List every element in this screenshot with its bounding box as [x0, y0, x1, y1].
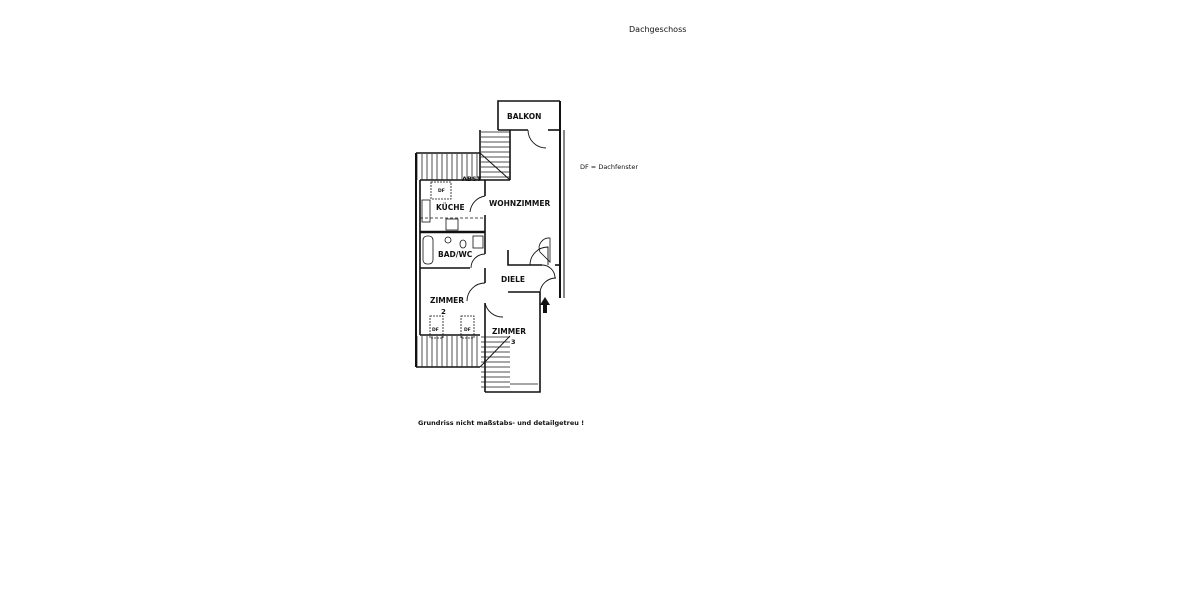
room-label-zimmer2: ZIMMER	[430, 296, 464, 305]
room-label-bad: BAD/WC	[438, 250, 473, 259]
room-label-kueche: KÜCHE	[436, 203, 465, 212]
room-label-balkon: BALKON	[507, 112, 541, 121]
roof-slope-hatch	[417, 336, 480, 367]
room-label-diele: DIELE	[501, 275, 525, 284]
room-label-zimmer3: ZIMMER	[492, 327, 526, 336]
roof-slope-hatch	[417, 154, 480, 180]
entrance-arrow-icon	[540, 297, 550, 313]
room-label-abst: ABST	[462, 175, 482, 183]
room-number-zimmer3: 3	[511, 338, 516, 346]
legend-text: DF = Dachfenster	[580, 163, 639, 171]
room-number-zimmer2: 2	[441, 308, 446, 316]
room-label-wohnzimmer: WOHNZIMMER	[489, 199, 550, 208]
plan-title: Dachgeschoss	[629, 25, 687, 34]
disclaimer-note: Grundriss nicht maßstabs- und detailgetr…	[418, 419, 585, 427]
stair-hatch	[481, 336, 510, 388]
stair-hatch	[481, 131, 510, 180]
fixtures	[420, 181, 551, 385]
door-swings	[466, 129, 557, 318]
df-label: DF	[438, 188, 445, 194]
df-label: DF	[464, 327, 471, 333]
df-label: DF	[432, 327, 439, 333]
